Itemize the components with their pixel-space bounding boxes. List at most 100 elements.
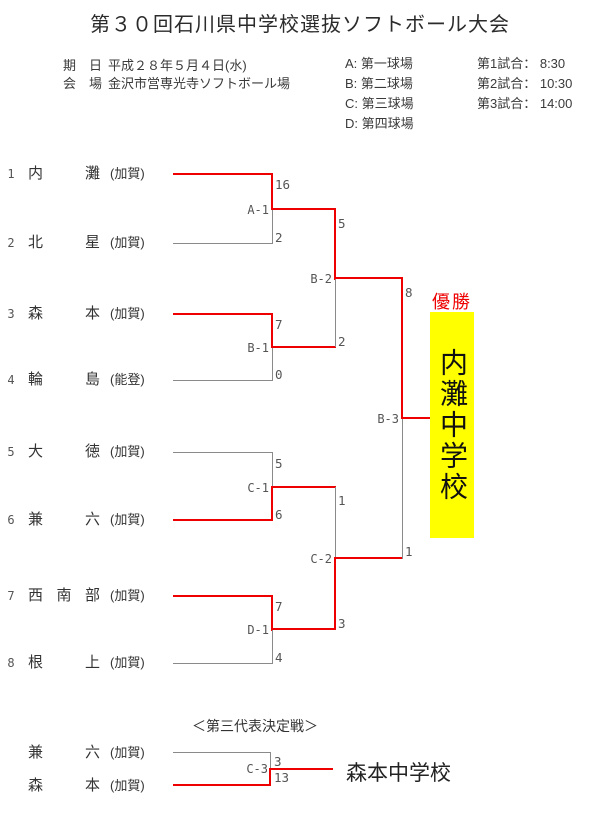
- score-c3-top: 3: [274, 754, 282, 769]
- bracket-line-team2: [173, 243, 272, 244]
- team-name-1: 内灘: [28, 165, 100, 182]
- third-place-team-name-2: 森本: [28, 777, 100, 794]
- field-item-a: A: 第一球場: [345, 56, 413, 71]
- bracket-line-b1-out: [271, 346, 336, 348]
- time-item-1: 第1試合： 8:30: [477, 56, 566, 71]
- bracket-line-a1-out: [271, 208, 336, 210]
- champion-name: 内灘中学校: [437, 347, 468, 503]
- team-league-8: (加賀): [110, 655, 145, 670]
- bracket-line-c3-bottom: [269, 768, 271, 786]
- bracket-line-d1-top: [271, 595, 273, 631]
- bracket-line-a1-top: [271, 173, 273, 210]
- match-label-c2: C-2: [310, 552, 332, 566]
- seed-6: 6: [7, 513, 15, 527]
- match-label-b2: B-2: [310, 272, 332, 286]
- bracket-line-b3-out: [401, 417, 431, 419]
- bracket-line-c2-bottom: [334, 557, 336, 630]
- match-label-b1: B-1: [247, 341, 269, 355]
- bracket-line-d1-bottom: [272, 629, 273, 664]
- team-league-6: (加賀): [110, 512, 145, 527]
- score-b3-bottom: 1: [405, 544, 413, 559]
- score-b3-top: 8: [405, 285, 413, 300]
- match-label-d1: D-1: [247, 623, 269, 637]
- bracket-line-team4: [173, 380, 272, 381]
- third-place-winner: 森本中学校: [346, 762, 451, 785]
- seed-1: 1: [7, 167, 15, 181]
- bracket-line-team3: [173, 313, 272, 315]
- bracket-line-b2-bottom: [335, 278, 336, 347]
- field-item-d: D: 第四球場: [345, 116, 414, 131]
- seed-8: 8: [7, 656, 15, 670]
- score-a1-bottom: 2: [275, 230, 283, 245]
- score-c1-top: 5: [275, 456, 283, 471]
- score-b1-top: 7: [275, 317, 283, 332]
- third-place-team-name-1: 兼六: [28, 744, 100, 761]
- score-c3-bottom: 13: [274, 770, 290, 785]
- bracket-line-team5: [173, 452, 272, 453]
- date-label: 期 日: [63, 58, 103, 73]
- match-label-c3: C-3: [246, 762, 268, 776]
- third-place-heading: ＜第三代表決定戦＞: [192, 718, 318, 734]
- seed-7: 7: [7, 589, 15, 603]
- seed-4: 4: [7, 373, 15, 387]
- score-b2-bottom: 2: [338, 334, 346, 349]
- venue-label: 会 場: [63, 76, 103, 91]
- bracket-line-c3-out: [269, 768, 333, 770]
- time-item-3: 第3試合： 14:00: [477, 96, 573, 111]
- match-label-a1: A-1: [247, 203, 269, 217]
- team-name-2: 北星: [28, 234, 100, 251]
- team-league-3: (加賀): [110, 306, 145, 321]
- team-name-8: 根上: [28, 654, 100, 671]
- bracket-line-d1-out: [271, 628, 336, 630]
- bracket-line-b1-top: [271, 313, 273, 348]
- score-c2-top: 1: [338, 493, 346, 508]
- bracket-line-team1: [173, 173, 272, 175]
- bracket-line-team7: [173, 595, 272, 597]
- team-name-5: 大徳: [28, 443, 100, 460]
- score-a1-top: 16: [275, 177, 291, 192]
- match-label-c1: C-1: [247, 481, 269, 495]
- date-value: 平成２８年５月４日(水): [108, 58, 247, 73]
- seed-5: 5: [7, 445, 15, 459]
- seed-3: 3: [7, 307, 15, 321]
- match-label-b3: B-3: [377, 412, 399, 426]
- score-c1-bottom: 6: [275, 507, 283, 522]
- team-name-4: 輪島: [28, 371, 100, 388]
- bracket-line-c1-out: [271, 486, 336, 488]
- field-item-b: B: 第二球場: [345, 76, 413, 91]
- bracket-line-c2-out: [334, 557, 403, 559]
- bracket-line-a1-bottom: [272, 209, 273, 244]
- bracket-line-b2-out: [334, 277, 403, 279]
- seed-2: 2: [7, 236, 15, 250]
- bracket-line-team8: [173, 663, 272, 664]
- bracket-line-c2-top: [335, 487, 336, 558]
- team-league-7: (加賀): [110, 588, 145, 603]
- field-item-c: C: 第三球場: [345, 96, 414, 111]
- third-place-team-league-1: (加賀): [110, 745, 145, 760]
- score-b1-bottom: 0: [275, 367, 283, 382]
- bracket-line-team6: [173, 519, 272, 521]
- bracket-line-b2-top: [334, 208, 336, 280]
- venue-value: 金沢市営専光寺ソフトボール場: [108, 76, 291, 91]
- score-c2-bottom: 3: [338, 616, 346, 631]
- team-league-1: (加賀): [110, 166, 145, 181]
- bracket-line-c1-top: [272, 452, 273, 488]
- team-league-5: (加賀): [110, 444, 145, 459]
- bracket-line-tp-team1: [173, 752, 271, 753]
- score-b2-top: 5: [338, 216, 346, 231]
- score-d1-bottom: 4: [275, 650, 283, 665]
- team-league-2: (加賀): [110, 235, 145, 250]
- bracket-line-b3-top: [401, 277, 403, 419]
- champion-label: 優勝: [432, 292, 472, 312]
- champion-box: 内灘中学校: [430, 312, 474, 538]
- team-name-3: 森本: [28, 305, 100, 322]
- bracket-line-b3-bottom: [402, 418, 403, 559]
- team-name-7: 西南部: [28, 587, 100, 604]
- team-name-6: 兼六: [28, 511, 100, 528]
- tournament-title: 第３０回石川県中学校選抜ソフトボール大会: [90, 14, 510, 36]
- score-d1-top: 7: [275, 599, 283, 614]
- bracket-line-tp-team2: [173, 784, 271, 786]
- team-league-4: (能登): [110, 372, 145, 387]
- bracket-line-c1-bottom: [271, 486, 273, 521]
